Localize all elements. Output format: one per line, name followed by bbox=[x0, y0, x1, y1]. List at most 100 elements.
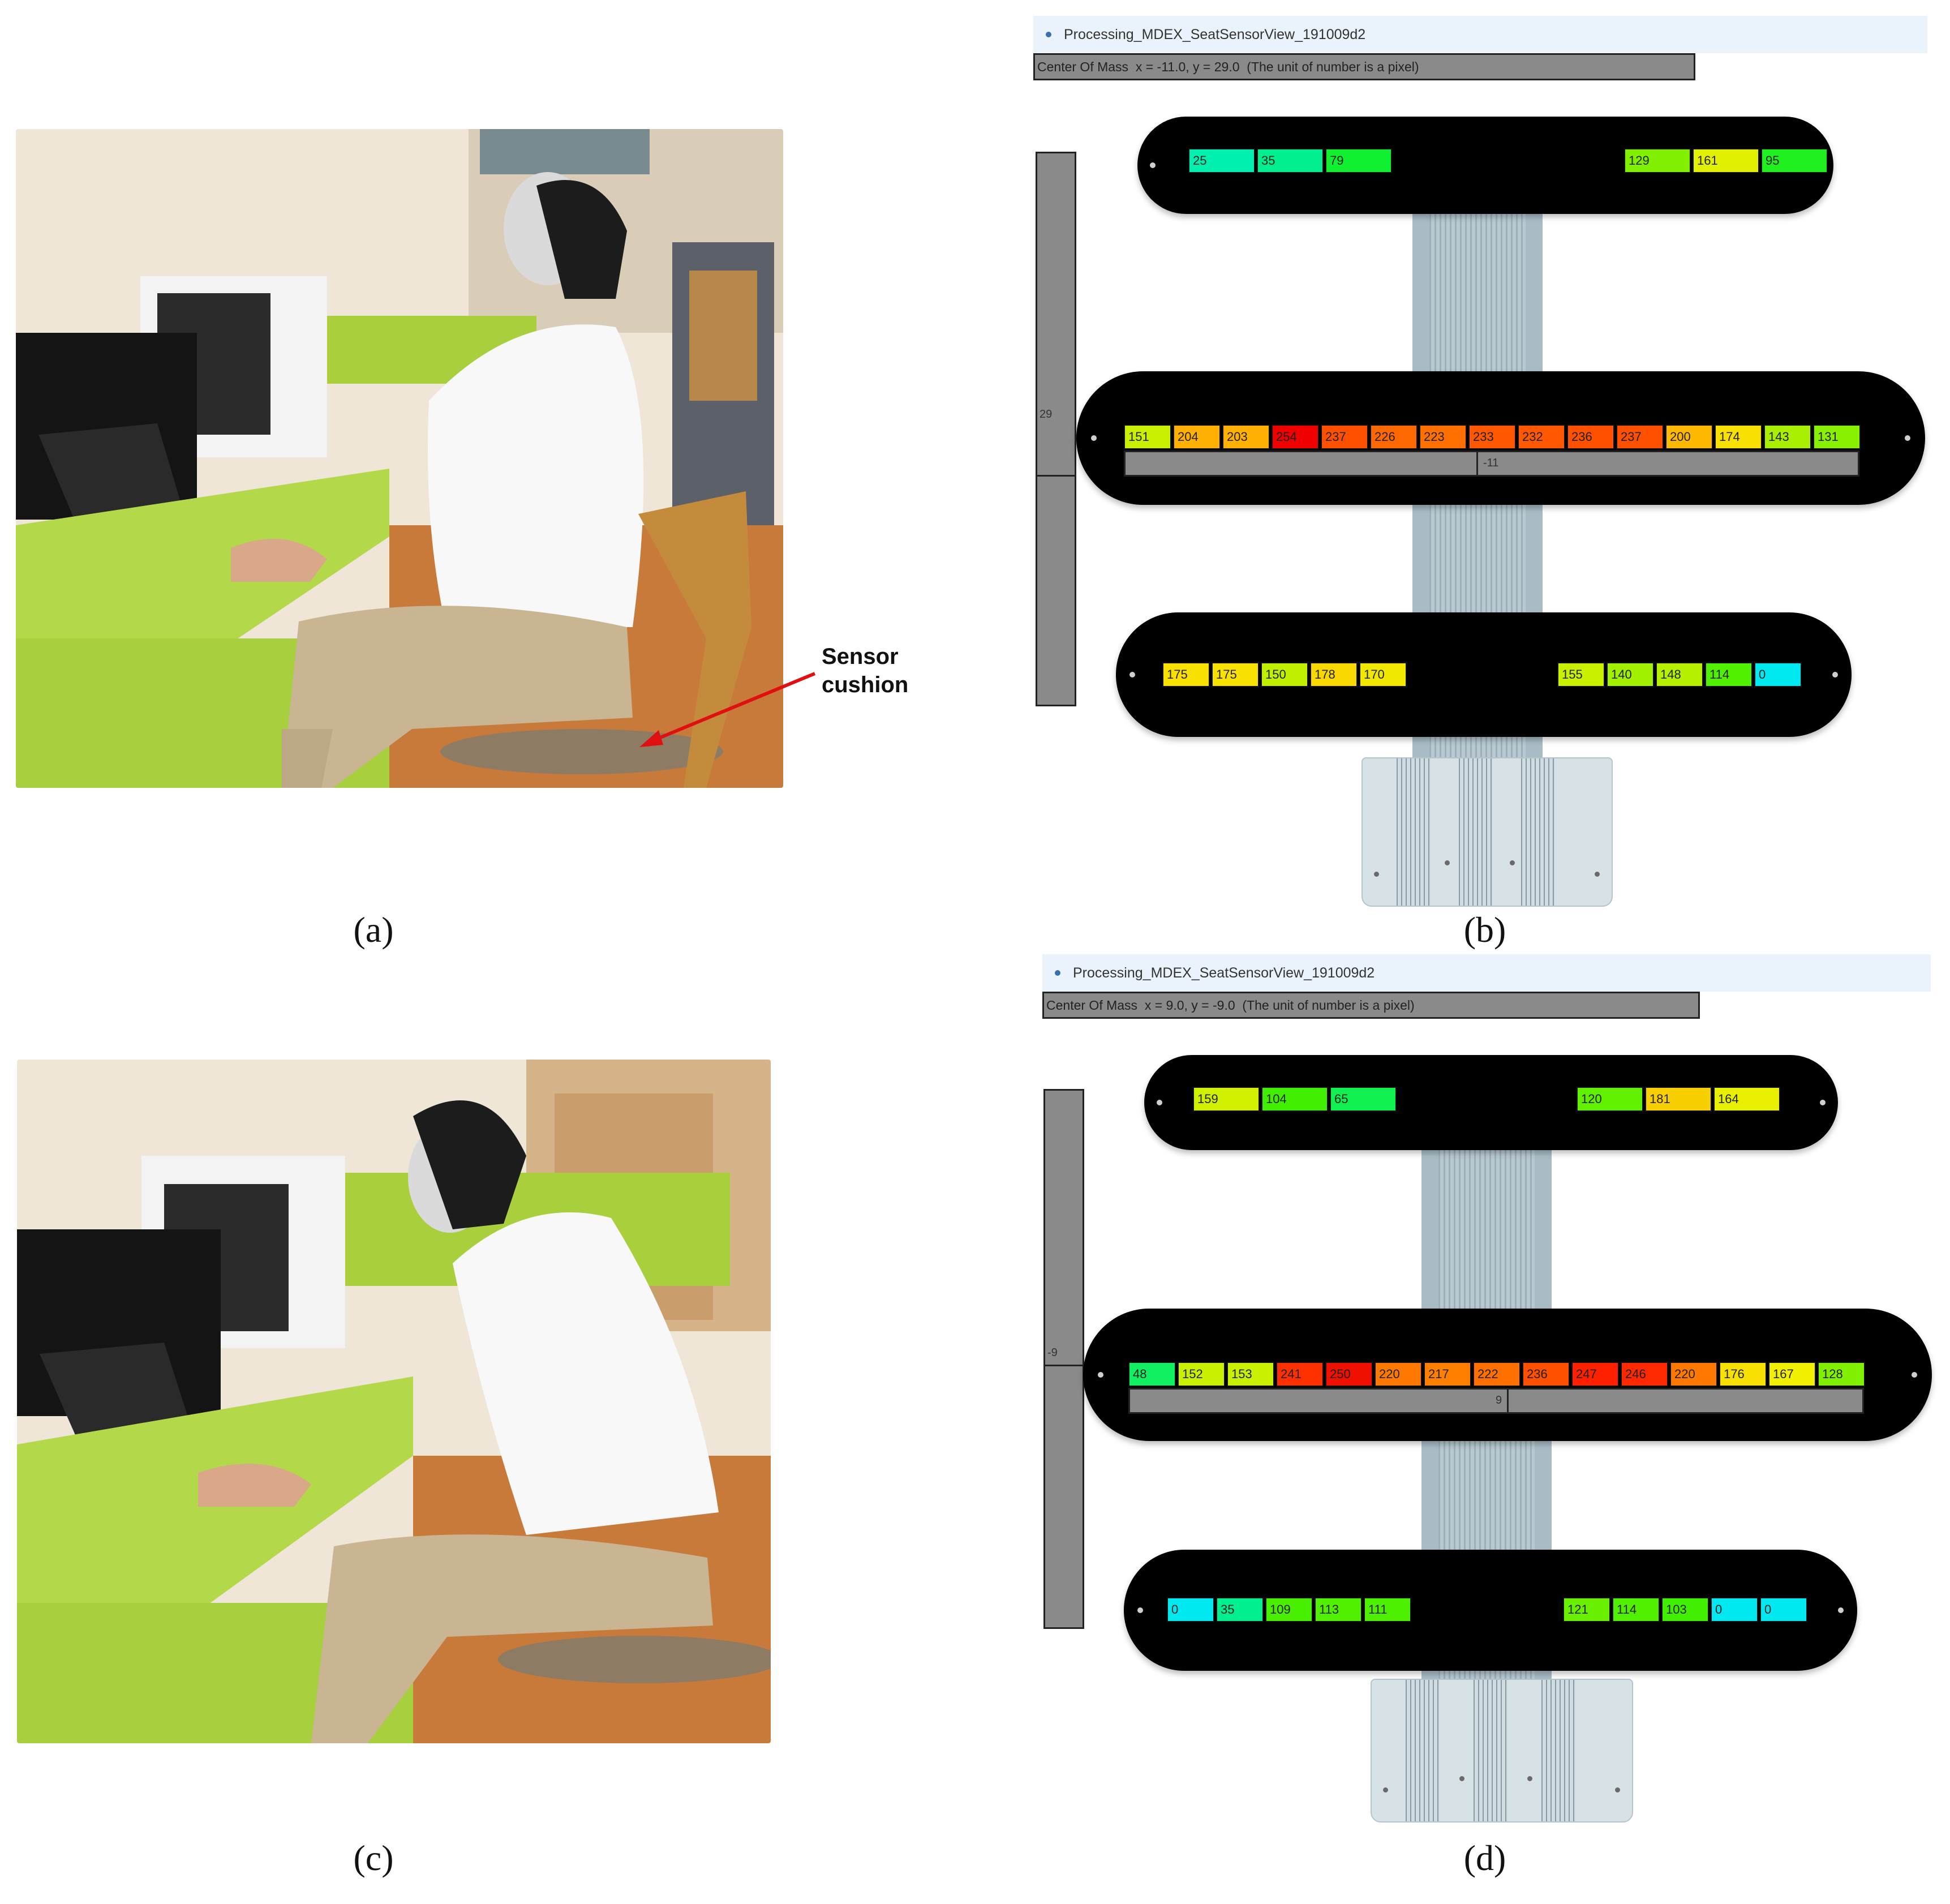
sensor-strip-top: 25 35 79 129 161 95 bbox=[1137, 117, 1833, 214]
window-title: Processing_MDEX_SeatSensorView_191009d2 bbox=[1064, 26, 1366, 42]
mount-hole bbox=[1445, 860, 1450, 865]
window-titlebar[interactable]: Processing_MDEX_SeatSensorView_191009d2 bbox=[1033, 16, 1927, 53]
mount-hole bbox=[1459, 1776, 1464, 1781]
center-of-mass-readout: Center Of Mass x = 9.0, y = -9.0 (The un… bbox=[1042, 992, 1700, 1019]
sensor-view-b: Processing_MDEX_SeatSensorView_191009d2 … bbox=[1033, 16, 1939, 921]
sensor-cell: 233 bbox=[1468, 424, 1516, 449]
sensor-cell: 131 bbox=[1813, 424, 1861, 449]
sensor-cell: 237 bbox=[1321, 424, 1368, 449]
sensor-cell: 222 bbox=[1473, 1362, 1521, 1387]
y-axis-com-bar: -9 bbox=[1043, 1089, 1084, 1629]
sensor-strip-top: 159 104 65 120 181 164 bbox=[1144, 1055, 1838, 1150]
y-com-marker bbox=[1037, 475, 1075, 477]
sensor-cell: 164 bbox=[1713, 1087, 1780, 1112]
mount-hole bbox=[1595, 872, 1600, 877]
sensor-cell: 65 bbox=[1330, 1087, 1397, 1112]
x-com-marker bbox=[1476, 452, 1478, 475]
cells-bottom-left: 0 35 109 113 111 bbox=[1167, 1597, 1411, 1622]
sensor-cell: 178 bbox=[1310, 662, 1358, 687]
annotation-arrow bbox=[639, 672, 816, 747]
sensor-cell: 217 bbox=[1424, 1362, 1471, 1387]
sensor-cell: 159 bbox=[1193, 1087, 1260, 1112]
sensor-strip-middle: 151 204 203 254 237 226 223 233 232 236 … bbox=[1076, 371, 1925, 505]
sensor-cushion-label: Sensor cushion bbox=[822, 642, 908, 699]
caption-c: (c) bbox=[353, 1838, 394, 1878]
sensor-cell: 237 bbox=[1616, 424, 1664, 449]
sensor-cell: 223 bbox=[1419, 424, 1467, 449]
cells-bottom-right: 121 114 103 0 0 bbox=[1563, 1597, 1807, 1622]
sensor-cell: 220 bbox=[1375, 1362, 1422, 1387]
cells-top-right: 120 181 164 bbox=[1577, 1087, 1780, 1112]
photo-upright-posture bbox=[16, 129, 783, 788]
sensor-cell: 120 bbox=[1577, 1087, 1643, 1112]
cells-top-left: 159 104 65 bbox=[1193, 1087, 1397, 1112]
x-com-label: -11 bbox=[1483, 457, 1499, 469]
sensor-view-d: Processing_MDEX_SeatSensorView_191009d2 … bbox=[1042, 954, 1948, 1837]
cells-bottom-left: 175 175 150 178 170 bbox=[1162, 662, 1407, 687]
sensor-cell: 95 bbox=[1761, 148, 1828, 173]
sensor-cell: 250 bbox=[1325, 1362, 1373, 1387]
cells-bottom-right: 155 140 148 114 0 bbox=[1557, 662, 1802, 687]
sensor-cell: 203 bbox=[1222, 424, 1270, 449]
sensor-cell: 0 bbox=[1754, 662, 1802, 687]
sensor-strip-middle: 48 152 153 241 250 220 217 222 236 247 2… bbox=[1083, 1309, 1932, 1441]
sensor-cell: 247 bbox=[1571, 1362, 1619, 1387]
cells-top-left: 25 35 79 bbox=[1188, 148, 1392, 173]
caption-a: (a) bbox=[353, 910, 394, 950]
sensor-cell: 129 bbox=[1624, 148, 1691, 173]
y-com-label: 29 bbox=[1040, 408, 1053, 421]
sensor-cell: 161 bbox=[1693, 148, 1759, 173]
sensor-cell: 109 bbox=[1265, 1597, 1313, 1622]
sensor-cell: 155 bbox=[1557, 662, 1605, 687]
sensor-cell: 104 bbox=[1261, 1087, 1328, 1112]
sensor-cell: 246 bbox=[1621, 1362, 1668, 1387]
sensor-cell: 35 bbox=[1257, 148, 1324, 173]
annotation-line2: cushion bbox=[822, 672, 909, 697]
y-axis-com-bar: 29 bbox=[1036, 152, 1076, 706]
annotation-line1: Sensor bbox=[822, 644, 899, 669]
x-axis-com-bar: -11 bbox=[1124, 451, 1859, 477]
y-com-marker bbox=[1045, 1365, 1083, 1366]
sensor-cell: 128 bbox=[1818, 1362, 1865, 1387]
window-title: Processing_MDEX_SeatSensorView_191009d2 bbox=[1073, 964, 1375, 981]
mount-hole bbox=[1527, 1776, 1532, 1781]
x-axis-com-bar: 9 bbox=[1128, 1388, 1864, 1414]
sensor-cell: 35 bbox=[1216, 1597, 1264, 1622]
mount-hole bbox=[1383, 1787, 1388, 1792]
sensor-cell: 48 bbox=[1128, 1362, 1176, 1387]
mount-hole bbox=[1374, 872, 1379, 877]
sensor-cell: 114 bbox=[1612, 1597, 1660, 1622]
sensor-cell: 241 bbox=[1276, 1362, 1324, 1387]
sensor-cell: 113 bbox=[1315, 1597, 1362, 1622]
x-com-marker bbox=[1507, 1390, 1509, 1412]
sensor-cell: 0 bbox=[1167, 1597, 1214, 1622]
sensor-cell: 103 bbox=[1661, 1597, 1709, 1622]
sensor-cell: 114 bbox=[1705, 662, 1753, 687]
sensor-cell: 140 bbox=[1607, 662, 1654, 687]
cells-middle: 48 152 153 241 250 220 217 222 236 247 2… bbox=[1128, 1362, 1865, 1387]
sensor-cell: 148 bbox=[1656, 662, 1703, 687]
sensor-cell: 226 bbox=[1370, 424, 1418, 449]
sensor-connector-tail bbox=[1371, 1679, 1633, 1822]
window-titlebar[interactable]: Processing_MDEX_SeatSensorView_191009d2 bbox=[1042, 954, 1931, 992]
sensor-cell: 236 bbox=[1522, 1362, 1570, 1387]
center-of-mass-readout: Center Of Mass x = -11.0, y = 29.0 (The … bbox=[1033, 53, 1695, 80]
sensor-strip-bottom: 175 175 150 178 170 155 140 148 114 0 bbox=[1116, 612, 1852, 737]
sensor-cell: 143 bbox=[1764, 424, 1811, 449]
sensor-cell: 181 bbox=[1645, 1087, 1712, 1112]
mount-hole bbox=[1510, 860, 1515, 865]
sensor-cell: 204 bbox=[1173, 424, 1221, 449]
sensor-cell: 176 bbox=[1719, 1362, 1767, 1387]
sensor-cell: 153 bbox=[1227, 1362, 1274, 1387]
sensor-cell: 0 bbox=[1711, 1597, 1758, 1622]
sensor-cell: 170 bbox=[1359, 662, 1407, 687]
sensor-connector-tail bbox=[1361, 757, 1613, 907]
sensor-cell: 167 bbox=[1768, 1362, 1816, 1387]
sensor-cell: 0 bbox=[1760, 1597, 1807, 1622]
sensor-cell: 220 bbox=[1670, 1362, 1717, 1387]
cells-top-right: 129 161 95 bbox=[1624, 148, 1828, 173]
sensor-cell: 151 bbox=[1124, 424, 1171, 449]
x-com-label: 9 bbox=[1496, 1394, 1502, 1406]
sensor-cell: 152 bbox=[1178, 1362, 1225, 1387]
sensor-cell: 25 bbox=[1188, 148, 1255, 173]
